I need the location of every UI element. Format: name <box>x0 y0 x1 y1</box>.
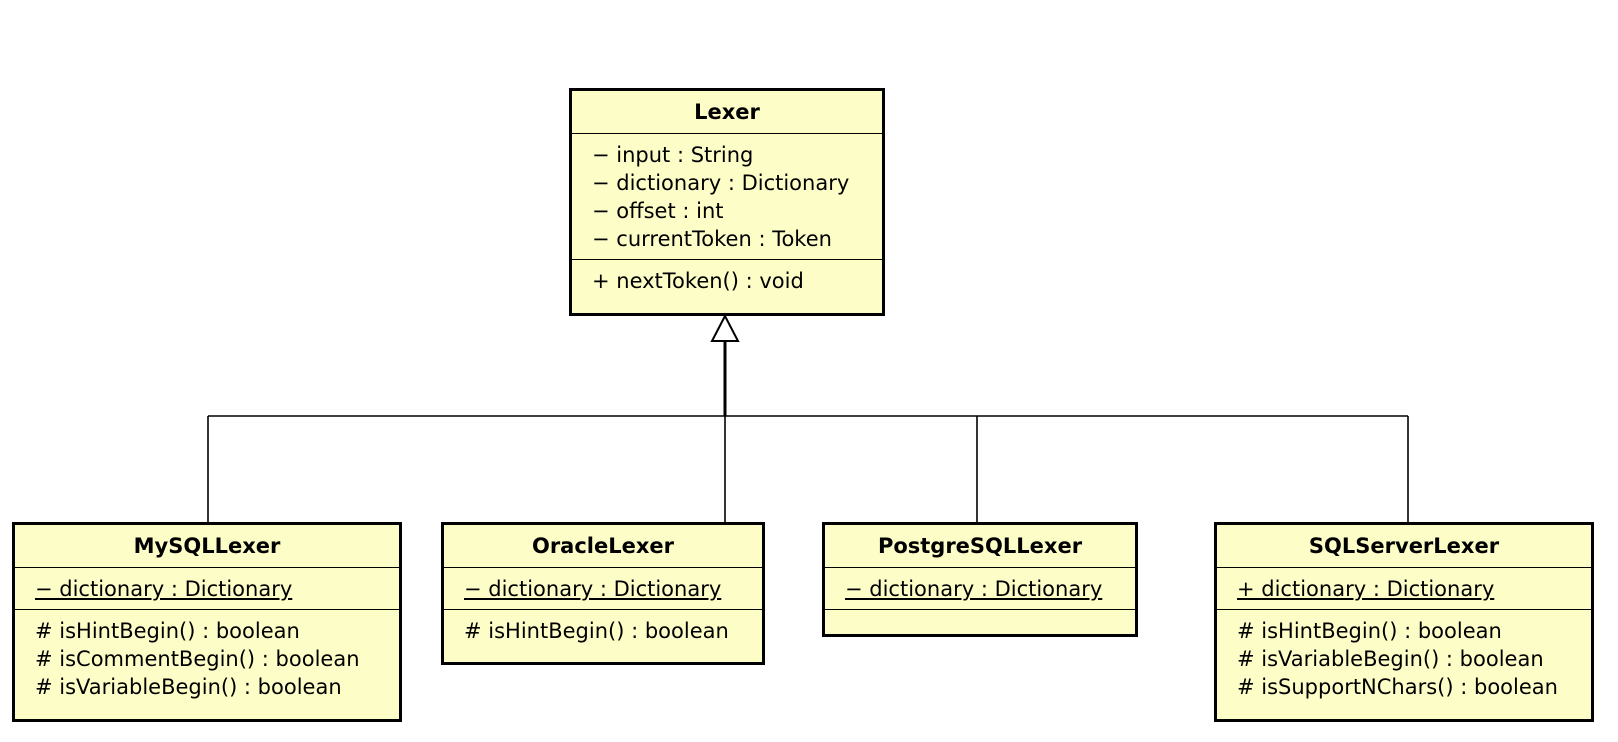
attribute: − currentToken : Token <box>592 227 832 251</box>
static-attribute: + dictionary : Dictionary <box>1237 577 1495 601</box>
class-name: SQLServerLexer <box>1217 525 1591 568</box>
operations-compartment: + nextToken() : void <box>572 260 882 301</box>
static-attribute: − dictionary : Dictionary <box>845 577 1103 601</box>
class-lexer[interactable]: Lexer − input : String − dictionary : Di… <box>569 88 885 316</box>
class-name: OracleLexer <box>444 525 762 568</box>
operation: # isCommentBegin() : boolean <box>35 647 360 671</box>
operations-compartment: # isHintBegin() : boolean <box>444 610 762 651</box>
operations-compartment: # isHintBegin() : boolean # isCommentBeg… <box>15 610 399 707</box>
operations-compartment <box>825 610 1135 623</box>
operation: # isHintBegin() : boolean <box>35 619 300 643</box>
operation: # isSupportNChars() : boolean <box>1237 675 1558 699</box>
attributes-compartment: − dictionary : Dictionary <box>15 568 399 610</box>
operation: # isHintBegin() : boolean <box>1237 619 1502 643</box>
operation: # isVariableBegin() : boolean <box>35 675 342 699</box>
operation: # isHintBegin() : boolean <box>464 619 729 643</box>
attributes-compartment: + dictionary : Dictionary <box>1217 568 1591 610</box>
operation: # isVariableBegin() : boolean <box>1237 647 1544 671</box>
static-attribute: − dictionary : Dictionary <box>464 577 722 601</box>
class-sqlserverlexer[interactable]: SQLServerLexer + dictionary : Dictionary… <box>1214 522 1594 722</box>
operations-compartment: # isHintBegin() : boolean # isVariableBe… <box>1217 610 1591 707</box>
class-mysqllexer[interactable]: MySQLLexer − dictionary : Dictionary # i… <box>12 522 402 722</box>
operation: + nextToken() : void <box>592 269 804 293</box>
attributes-compartment: − dictionary : Dictionary <box>825 568 1135 610</box>
static-attribute: − dictionary : Dictionary <box>35 577 293 601</box>
class-name: PostgreSQLLexer <box>825 525 1135 568</box>
attribute: − offset : int <box>592 199 724 223</box>
class-postgresqllexer[interactable]: PostgreSQLLexer − dictionary : Dictionar… <box>822 522 1138 637</box>
attributes-compartment: − input : String − dictionary : Dictiona… <box>572 134 882 260</box>
generalization-arrowhead <box>710 313 740 342</box>
attributes-compartment: − dictionary : Dictionary <box>444 568 762 610</box>
class-name: Lexer <box>572 91 882 134</box>
class-oraclelexer[interactable]: OracleLexer − dictionary : Dictionary # … <box>441 522 765 665</box>
attribute: − input : String <box>592 143 754 167</box>
attribute: − dictionary : Dictionary <box>592 171 850 195</box>
class-name: MySQLLexer <box>15 525 399 568</box>
